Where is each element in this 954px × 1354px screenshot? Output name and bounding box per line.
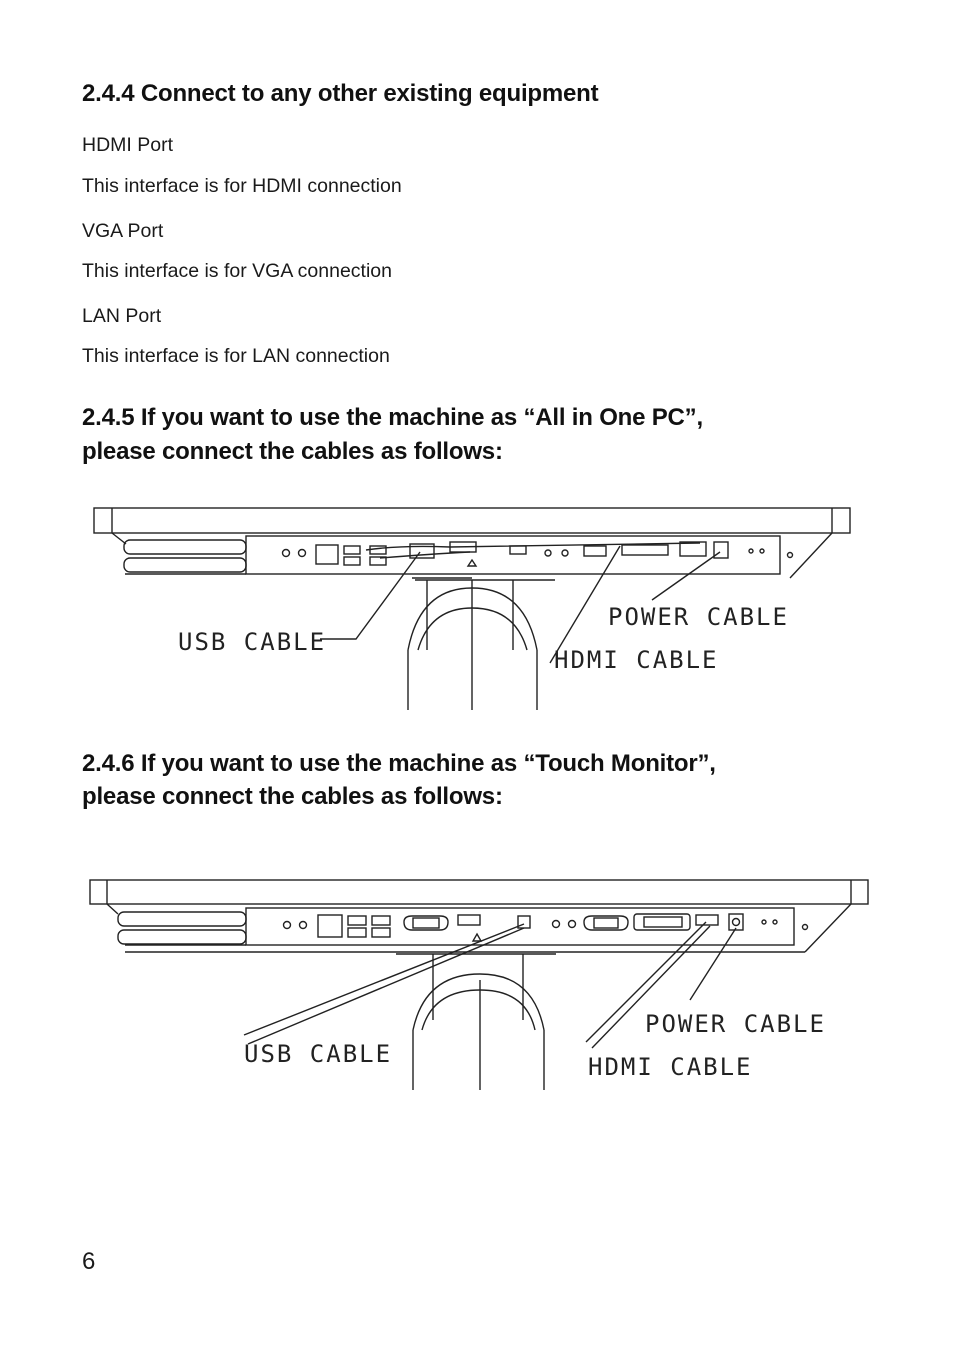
touch-monitor-connection-diagram: USB CABLE POWER CABLE HDMI CABLE [89, 879, 869, 1090]
power-cable-label: POWER CABLE [645, 1010, 826, 1038]
section-title-2-4-6-line2: please connect the cables as follows: [82, 783, 503, 810]
hdmi-cable-label: HDMI CABLE [554, 646, 719, 674]
usb-cable-label: USB CABLE [244, 1040, 392, 1068]
hdmi-port-desc: This interface is for HDMI connection [82, 175, 402, 197]
vga-port-label: VGA Port [82, 220, 164, 242]
all-in-one-connection-diagram: USB CABLE POWER CABLE HDMI CABLE [93, 507, 851, 710]
page-number: 6 [82, 1248, 96, 1275]
section-title-2-4-5-line1: 2.4.5 If you want to use the machine as … [82, 404, 703, 431]
section-title-2-4-4: 2.4.4 Connect to any other existing equi… [82, 80, 599, 107]
power-cable-label: POWER CABLE [608, 603, 789, 631]
hdmi-cable-label: HDMI CABLE [588, 1053, 753, 1081]
lan-port-label: LAN Port [82, 305, 162, 327]
section-title-2-4-6-line1: 2.4.6 If you want to use the machine as … [82, 750, 716, 777]
hdmi-port-label: HDMI Port [82, 134, 174, 156]
usb-cable-label: USB CABLE [178, 628, 326, 656]
section-title-2-4-5-line2: please connect the cables as follows: [82, 438, 503, 465]
lan-port-desc: This interface is for LAN connection [82, 345, 390, 367]
vga-port-desc: This interface is for VGA connection [82, 260, 392, 282]
